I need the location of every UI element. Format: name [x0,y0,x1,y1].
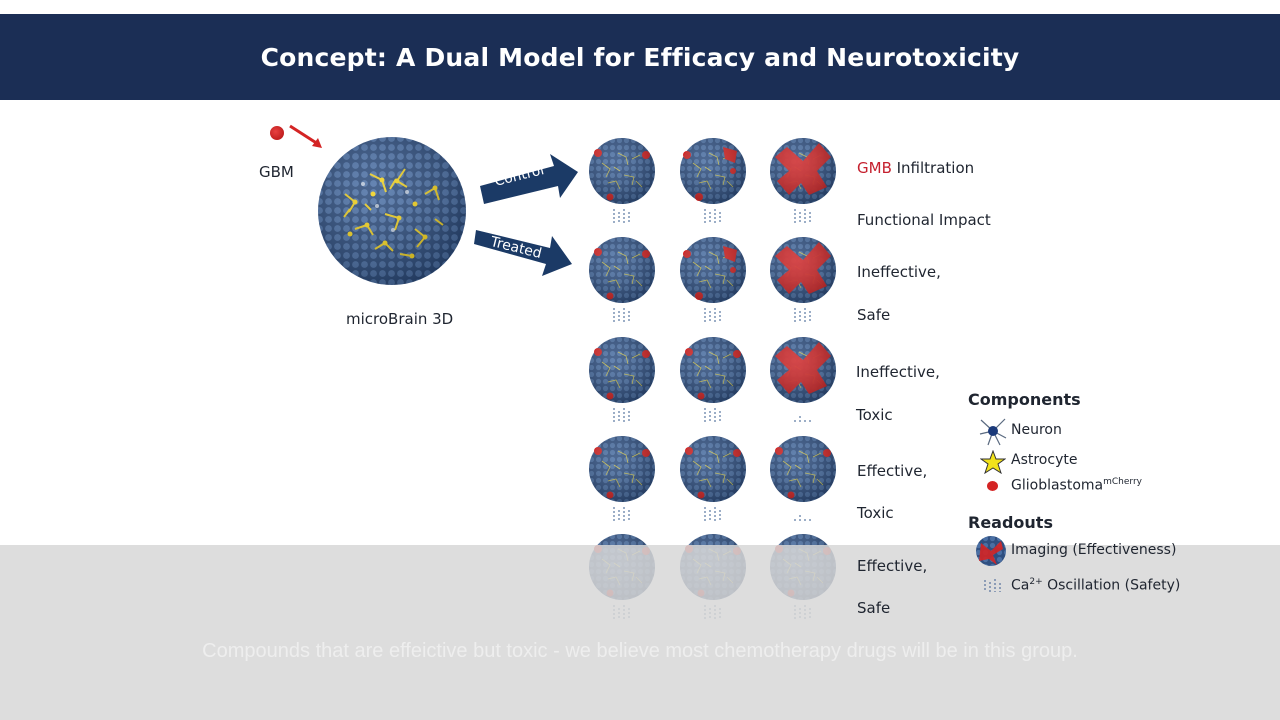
legend-ca-label: Ca2+ Oscillation (Safety) [1011,577,1180,594]
glioblastoma-text: Glioblastoma [1011,477,1104,494]
gbm-arrow-icon [289,124,322,148]
glioblastoma-icon [987,481,998,491]
row1-label-suffix: Infiltration [891,159,975,177]
legend-glioblastoma-label: GlioblastomamCherry [1011,477,1142,494]
row5-label-line1: Effective, [857,557,928,575]
control-arrow-icon [480,154,578,204]
mini-sphere-r4-c3 [770,436,836,502]
gbm-cell-icon [270,126,284,140]
legend-components-title: Components [968,390,1081,409]
ca-trace-r4-c2 [704,507,721,521]
microbrain-label: microBrain 3D [346,310,454,328]
mini-sphere-r4-c1 [589,436,655,502]
ca-oscillation-icon [984,579,1001,592]
ca-sup: 2+ [1029,577,1043,587]
legend-imaging-label: Imaging (Effectiveness) [1011,542,1177,558]
ca-trace-r4-c1 [613,507,630,521]
row1-label: GMB Infiltration [857,159,974,177]
legend-readouts-title: Readouts [968,513,1053,532]
slide-title: Concept: A Dual Model for Efficacy and N… [260,42,1020,72]
mini-sphere-r3-c2 [680,337,746,403]
mini-sphere-r1-c2 [680,138,746,204]
mini-sphere-r2-c2 [680,237,746,303]
row1-sublabel: Functional Impact [857,211,991,229]
mini-sphere-r1-c3 [770,138,836,204]
row5-label-line2: Safe [857,599,891,617]
ca-trace-r2-c3 [794,308,811,322]
row3-label-line2: Toxic [856,406,893,424]
ca-trace-r1-c1 [613,209,630,223]
neuron-icon [979,418,1007,446]
row2-label-line2: Safe [857,306,891,324]
row3-label-line1: Ineffective, [856,363,940,381]
astrocyte-icon [980,450,1006,474]
mini-sphere-r4-c2 [680,436,746,502]
mini-sphere-r3-c1 [589,337,655,403]
row4-label-line1: Effective, [857,462,928,480]
ca-trace-r1-c2 [704,209,721,223]
legend-neuron-label: Neuron [1011,422,1062,438]
ca-trace-r3-c2 [704,408,721,422]
ca-trace-r1-c3 [794,209,811,223]
ca-trace-r3-c3 [794,416,811,422]
row1-label-prefix: GMB [857,159,892,177]
imaging-icon [976,536,1006,566]
caption-band [0,545,1280,720]
legend-astrocyte-label: Astrocyte [1011,452,1078,468]
slide-title-bar: Concept: A Dual Model for Efficacy and N… [0,14,1280,100]
ca-prefix: Ca [1011,577,1030,594]
ca-suffix: Oscillation (Safety) [1042,577,1181,594]
microbrain-sphere-icon [318,137,466,285]
ca-trace-r3-c1 [613,408,630,422]
mini-sphere-r2-c3 [770,237,836,303]
row4-label-line2: Toxic [857,504,894,522]
ca-trace-r2-c2 [704,308,721,322]
treated-arrow-icon [474,230,572,276]
row2-label-line1: Ineffective, [857,263,941,281]
glioblastoma-sup: mCherry [1103,477,1142,487]
top-strip [0,0,1280,14]
caption-subtitle: Compounds that are effeictive but toxic … [202,640,1078,662]
ca-trace-r2-c1 [613,308,630,322]
mini-sphere-r1-c1 [589,138,655,204]
mini-sphere-r2-c1 [589,237,655,303]
ca-trace-r4-c3 [794,515,811,521]
mini-sphere-r3-c3 [770,337,836,403]
gbm-label: GBM [259,163,294,181]
